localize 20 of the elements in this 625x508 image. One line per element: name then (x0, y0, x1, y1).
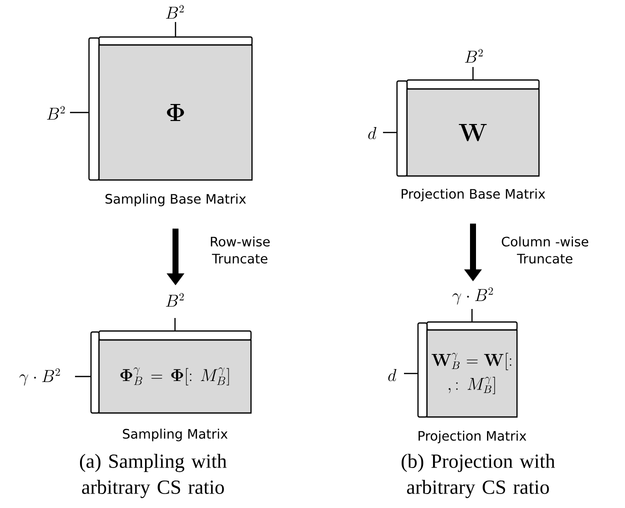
dimension-label: $\gamma \cdot B^2$ (19, 368, 60, 386)
dimension-label: $B^2$ (166, 293, 184, 307)
matrix-caption: Sampling Base Matrix (106, 194, 246, 206)
dimension-label: $B^2$ (166, 5, 184, 19)
subfigure-caption: (b) Projection with arbitrary CS ratio (402, 454, 555, 498)
matrix-box: $\mathbf{\Phi}$ (98, 44, 253, 181)
matrix-caption: Sampling Matrix (122, 428, 228, 442)
dimension-label: $B^2$ (464, 49, 483, 63)
dimension-label: $B^2$ (46, 106, 65, 120)
dimension-label: $\gamma \cdot B^2$ (452, 287, 493, 305)
dimension-label: $d$ (368, 127, 376, 140)
matrix-caption: Projection Matrix (418, 430, 526, 444)
matrix-box: $\mathbf{W}$ (406, 88, 540, 177)
matrix-box: $\mathbf{\Phi}^{\gamma}_{B} = \mathbf{\Phi}[:M^{\gamma}_{B}]$ (98, 339, 252, 414)
subfigure-caption: (a) Sampling with arbitrary CS ratio (80, 454, 227, 498)
matrix-caption: Projection Base Matrix (402, 188, 546, 202)
dimension-label: $d$ (388, 369, 396, 382)
edge-label: Column -wise Truncate (502, 236, 588, 264)
matrix-box: $\mathbf{W}^{\gamma}_{B} = \mathbf{W}[:,:M^{\gamma}_{B}]$ (426, 329, 518, 418)
edge-label: Row-wise Truncate (210, 236, 270, 264)
